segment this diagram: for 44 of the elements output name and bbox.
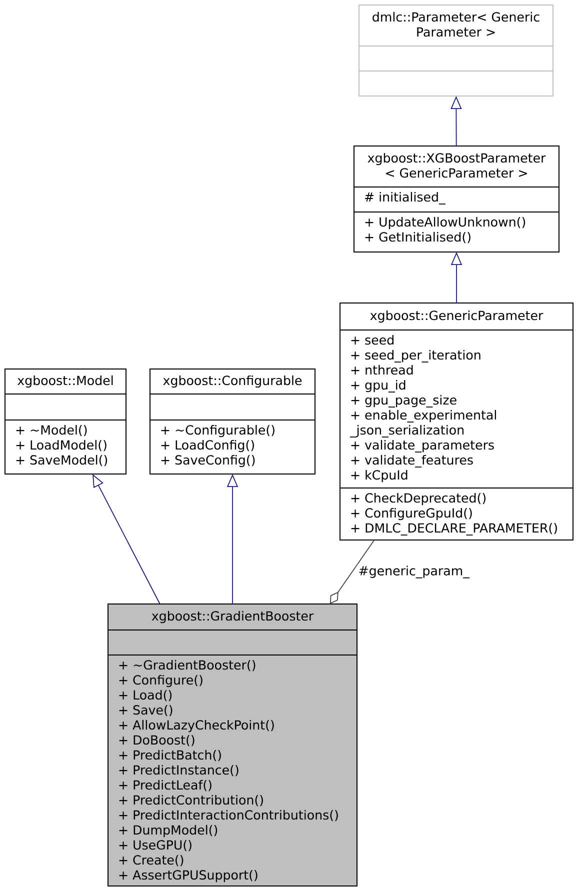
method-text: + AllowLazyCheckPoint() [119,720,274,732]
attribute-text: + validate_features [351,454,473,468]
class-name: dmlc::Parameter< Generic Parameter > [372,12,540,37]
attribute-text: + seed [351,334,394,345]
attribute-text: + kCpuId [351,470,408,482]
method-text: + ConfigureGpuId() [351,508,472,520]
attribute-text: + nthread [351,364,413,375]
method-text: + ~Configurable() [161,424,274,438]
edge-label: #generic_param_ [357,564,470,580]
method-text: + PredictLeaf() [119,780,212,792]
method-text: + Configure() [119,674,202,688]
method-text: + AssertGPUSupport() [119,870,258,882]
attribute-text: + gpu_page_size [351,394,456,408]
method-text: + CheckDeprecated() [351,492,486,506]
attribute-text: + gpu_id [351,380,406,392]
method-text: + DMLC_DECLARE_PARAMETER() [351,522,557,536]
attribute-text: # initialised_ [364,192,446,204]
method-text: + PredictContribution() [119,794,263,806]
method-text: + LoadConfig() [161,440,254,452]
method-text: + Create() [119,854,184,866]
class-name: xgboost::XGBoostParameter < GenericParameter > [368,152,546,178]
method-text: + SaveConfig() [161,454,255,468]
method-text: + DoBoost() [119,734,194,746]
method-text: + SaveModel() [16,454,108,466]
attribute-text: + seed_per_iteration [351,350,480,362]
method-text: + UpdateAllowUnknown() [365,216,526,230]
method-text: + Load() [119,690,172,702]
method-text: + ~Model() [16,424,87,436]
method-text: + UseGPU() [119,840,192,852]
attribute-text: + validate_parameters [351,440,494,452]
method-text: + PredictBatch() [119,750,221,762]
diamond-connector [330,540,375,604]
attribute-text: + enable_experimental _json_serialization [350,410,496,438]
method-text: + DumpModel() [119,824,218,838]
method-text: + ~GradientBooster() [119,660,256,672]
method-text: + PredictInstance() [119,764,238,776]
method-text: + PredictInteractionContributions() [119,810,338,822]
method-text: + GetInitialised() [365,232,470,244]
class-name: xgboost::GenericParameter [370,310,544,323]
class-name: xgboost::Model [18,375,113,388]
method-text: + Save() [119,704,172,716]
class-name: xgboost::Configurable [163,375,302,388]
method-text: + LoadModel() [16,440,106,452]
class-name: xgboost::GradientBooster [152,610,314,624]
